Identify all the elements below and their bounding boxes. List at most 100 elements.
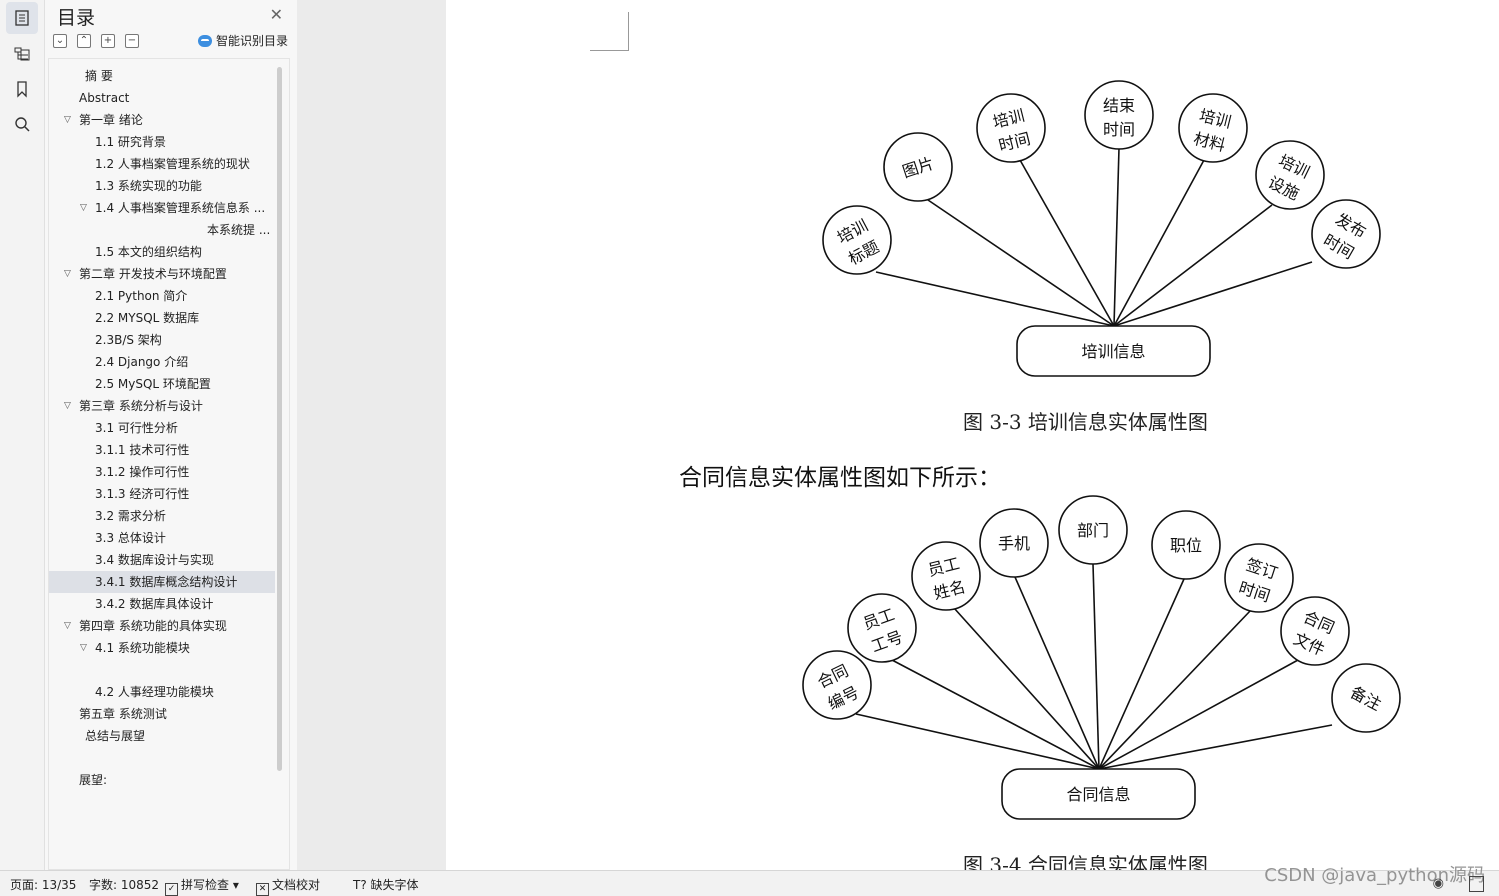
toc-item[interactable]: 第五章 系统测试	[49, 703, 275, 725]
toc-item-label: 1.3 系统实现的功能	[95, 179, 202, 193]
toc-item[interactable]: 3.4 数据库设计与实现	[49, 549, 275, 571]
close-icon[interactable]: ✕	[269, 5, 283, 24]
chevron-down-icon[interactable]: ▽	[64, 401, 71, 411]
er-connector	[1098, 659, 1299, 770]
er-connector	[1019, 159, 1115, 327]
caption-figure-3-4: 图 3-4 合同信息实体属性图	[963, 853, 1208, 870]
er-entity-label: 培训信息	[1081, 342, 1145, 361]
er-diagram-training: 培训标题图片培训时间结束时间培训材料培训设施发布时间培训信息	[822, 80, 1381, 377]
toc-item[interactable]: 1.5 本文的组织结构	[49, 241, 275, 263]
toc-item[interactable]	[49, 747, 275, 769]
toc-item[interactable]: 摘 要	[49, 65, 275, 87]
er-attribute: 培训材料	[1178, 93, 1248, 163]
toc-item[interactable]: 展望:	[49, 769, 275, 791]
toc-item[interactable]: 1.3 系统实现的功能	[49, 175, 275, 197]
add-icon[interactable]: +	[101, 34, 115, 48]
toc-item[interactable]: 3.4.1 数据库概念结构设计	[49, 571, 275, 593]
chevron-down-icon[interactable]: ▽	[64, 115, 71, 125]
er-connector	[1098, 724, 1333, 770]
expand-up-icon[interactable]: ⌃	[77, 34, 91, 48]
toc-item[interactable]: 2.3B/S 架构	[49, 329, 275, 351]
er-attribute: 培训时间	[976, 93, 1046, 163]
smart-toc-icon	[197, 34, 212, 47]
toc-item-label: 3.1.1 技术可行性	[95, 443, 190, 457]
toc-item[interactable]: ▽1.4 人事档案管理系统信息系 ...	[49, 197, 275, 219]
er-attribute-oval	[911, 541, 981, 611]
navigation-tree-icon[interactable]	[6, 38, 38, 70]
collapse-icon[interactable]: ⌄	[53, 34, 67, 48]
toc-item[interactable]: 3.1.3 经济可行性	[49, 483, 275, 505]
word-count[interactable]: 字数: 10852	[89, 878, 160, 892]
toc-item[interactable]: 3.1.2 操作可行性	[49, 461, 275, 483]
toc-item[interactable]: 3.3 总体设计	[49, 527, 275, 549]
toc-item[interactable]: Abstract	[49, 87, 275, 109]
toc-item[interactable]: 2.1 Python 简介	[49, 285, 275, 307]
toc-scrollbar[interactable]	[277, 67, 282, 771]
chevron-down-icon[interactable]: ▽	[80, 643, 87, 653]
search-icon[interactable]	[6, 108, 38, 140]
proofread-button[interactable]: ✕文档校对	[256, 876, 320, 896]
toc-item[interactable]: ▽ 第一章 绪论	[49, 109, 275, 131]
toc-item[interactable]	[49, 659, 275, 681]
eye-icon[interactable]: ◉	[1432, 876, 1444, 891]
toc-item[interactable]: 3.1.1 技术可行性	[49, 439, 275, 461]
document-page[interactable]: 培训标题图片培训时间结束时间培训材料培训设施发布时间培训信息 图 3-3 培训信…	[446, 0, 1499, 870]
er-connector	[875, 271, 1115, 327]
toc-item-label: 第一章 绪论	[79, 113, 143, 127]
toc-item[interactable]: 2.4 Django 介绍	[49, 351, 275, 373]
smart-toc-button[interactable]: 智能识别目录	[197, 32, 288, 49]
er-attribute: 备注	[1331, 663, 1401, 733]
er-attribute-label: 结束时间	[1103, 96, 1135, 139]
toc-item[interactable]: 3.4.2 数据库具体设计	[49, 593, 275, 615]
toc-item-label: 1.5 本文的组织结构	[95, 245, 202, 259]
toc-icon[interactable]	[6, 2, 38, 34]
chevron-down-icon[interactable]: ▽	[64, 269, 71, 279]
toc-item[interactable]: 2.2 MYSQL 数据库	[49, 307, 275, 329]
er-attribute-label: 职位	[1170, 536, 1202, 555]
toc-item[interactable]: 4.2 人事经理功能模块	[49, 681, 275, 703]
toc-item[interactable]: ▽第二章 开发技术与环境配置	[49, 263, 275, 285]
toc-item[interactable]: ▽ 4.1 系统功能模块	[49, 637, 275, 659]
toc-item[interactable]: 1.1 研究背景	[49, 131, 275, 153]
toc-item[interactable]: 1.2 人事档案管理系统的现状	[49, 153, 275, 175]
er-attribute: 发布时间	[1311, 199, 1381, 269]
remove-icon[interactable]: −	[125, 34, 139, 48]
er-attribute: 培训标题	[822, 205, 892, 275]
er-attribute-oval	[1331, 663, 1401, 733]
chevron-down-icon[interactable]: ▽	[64, 621, 71, 631]
er-entity-label: 合同信息	[1066, 785, 1130, 804]
spell-check-button[interactable]: ✓拼写检查 ▾	[165, 876, 239, 896]
chevron-down-icon[interactable]: ▽	[80, 203, 87, 213]
er-attribute-label: 部门	[1077, 521, 1109, 540]
er-attribute: 合同编号	[802, 650, 872, 720]
er-attribute: 员工工号	[847, 593, 917, 663]
er-attribute: 图片	[883, 132, 953, 202]
toc-item[interactable]: 3.2 需求分析	[49, 505, 275, 527]
proofread-label: 文档校对	[272, 878, 321, 892]
proofread-icon: ✕	[256, 883, 269, 896]
toc-item[interactable]: 3.1 可行性分析	[49, 417, 275, 439]
er-attribute: 员工姓名	[911, 541, 981, 611]
toc-item[interactable]: ▽第四章 系统功能的具体实现	[49, 615, 275, 637]
page-indicator[interactable]: 页面: 13/35	[10, 878, 77, 892]
bookmark-icon[interactable]	[6, 73, 38, 105]
er-attribute: 合同文件	[1280, 596, 1350, 666]
toc-item-label: 4.1 系统功能模块	[95, 641, 190, 655]
er-connector	[1092, 563, 1100, 770]
er-attribute-oval	[1280, 596, 1350, 666]
toc-item[interactable]: 2.5 MySQL 环境配置	[49, 373, 275, 395]
er-attribute-oval	[976, 93, 1046, 163]
toc-item[interactable]: 本系统提 ...	[49, 219, 275, 241]
toc-item[interactable]: ▽第三章 系统分析与设计	[49, 395, 275, 417]
er-attribute-oval	[1058, 495, 1128, 565]
toc-item[interactable]: 总结与展望	[49, 725, 275, 747]
toc-item-label: 3.1 可行性分析	[95, 421, 178, 435]
layout-icon[interactable]	[1469, 876, 1484, 892]
missing-font-button[interactable]: T? 缺失字体	[353, 876, 419, 893]
toc-item-label: 展望:	[79, 773, 108, 787]
er-connector	[1098, 578, 1185, 770]
er-connector	[1113, 204, 1273, 327]
toc-item-label: 2.3B/S 架构	[95, 333, 162, 347]
